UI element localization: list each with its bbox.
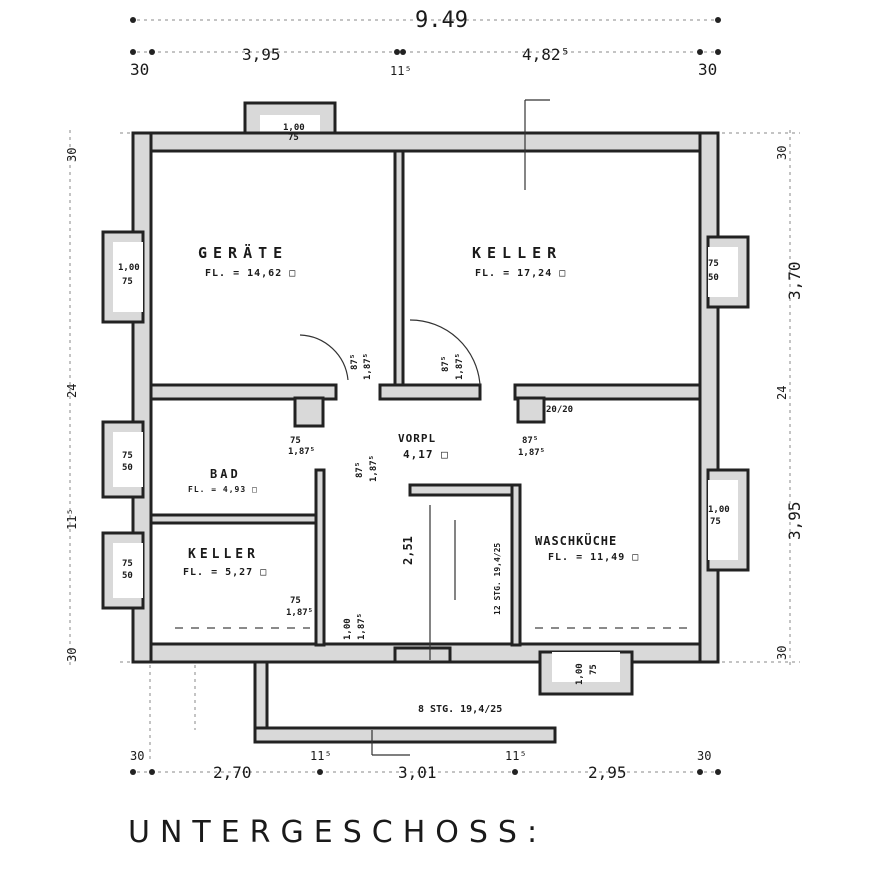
room-waschkueche-area: FL. = 11,49 □ bbox=[548, 552, 639, 563]
dim-label: 3,01 bbox=[398, 763, 437, 782]
window-label: 75 bbox=[589, 664, 599, 675]
dim-label: 2,95 bbox=[588, 763, 627, 782]
window-label: 1,00 bbox=[575, 663, 585, 685]
dim-label: 30 bbox=[775, 146, 789, 160]
room-waschkueche-name: WASCHKÜCHE bbox=[535, 533, 617, 548]
window-label: 75 bbox=[708, 259, 719, 269]
window-label: 75 bbox=[288, 133, 299, 143]
window-label: 75 bbox=[122, 451, 133, 461]
door-label: 1,87⁵ bbox=[518, 448, 545, 458]
dim-label: 30 bbox=[130, 60, 149, 79]
dim-label: 30 bbox=[65, 648, 79, 662]
annotations: 2,51 8 STG. 19,4/25 12 STG. 19,4/25 20/2… bbox=[118, 123, 730, 715]
room-vorpl-name: VORPL bbox=[398, 432, 436, 445]
dim-label: 4,82⁵ bbox=[522, 45, 570, 64]
window-label: 1,00 bbox=[118, 263, 140, 273]
door-label: 75 bbox=[290, 436, 301, 446]
door-label: 1,87⁵ bbox=[455, 353, 465, 380]
dimension-labels: 9.49 30 3,95 11⁵ 4,82⁵ 30 30 2,70 11⁵ 3,… bbox=[65, 8, 804, 782]
walls bbox=[101, 101, 750, 744]
stair-width: 2,51 bbox=[401, 536, 415, 565]
chimney-size: 20/20 bbox=[546, 405, 573, 415]
room-vorpl-area: 4,17 □ bbox=[403, 448, 449, 461]
door-label: 1,87⁵ bbox=[363, 353, 373, 380]
dim-label: 30 bbox=[65, 148, 79, 162]
dim-label: 30 bbox=[130, 749, 144, 763]
window-label: 50 bbox=[122, 571, 133, 581]
dim-label: 3,95 bbox=[242, 45, 281, 64]
door-label: 1,87⁵ bbox=[288, 447, 315, 457]
room-labels: GERÄTE FL. = 14,62 □ KELLER FL. = 17,24 … bbox=[183, 243, 639, 578]
window-label: 1,00 bbox=[283, 123, 305, 133]
window-label: 1,00 bbox=[708, 505, 730, 515]
dim-label: 30 bbox=[775, 646, 789, 660]
door-label: 87⁵ bbox=[441, 356, 451, 372]
door-label: 87⁵ bbox=[522, 436, 538, 446]
door-label: 1,87⁵ bbox=[286, 608, 313, 618]
door-label: 87⁵ bbox=[355, 462, 365, 478]
room-keller-small-name: KELLER bbox=[188, 547, 259, 562]
window-label: 75 bbox=[710, 517, 721, 527]
dim-label: 11⁵ bbox=[390, 64, 412, 78]
window-label: 50 bbox=[122, 463, 133, 473]
stair-flight: 12 STG. 19,4/25 bbox=[493, 543, 502, 615]
room-bad-name: BAD bbox=[210, 467, 241, 481]
room-keller-area: FL. = 17,24 □ bbox=[475, 268, 566, 279]
window-label: 75 bbox=[122, 277, 133, 287]
room-keller-name: KELLER bbox=[472, 244, 562, 262]
dim-label: 24 bbox=[775, 386, 789, 400]
room-keller-small-area: FL. = 5,27 □ bbox=[183, 567, 267, 578]
door-label: 87⁵ bbox=[350, 354, 360, 370]
door-label: 1,87⁵ bbox=[357, 613, 367, 640]
dim-label: 2,70 bbox=[213, 763, 252, 782]
stair-steps: 8 STG. 19,4/25 bbox=[418, 704, 502, 715]
door-label: 1,87⁵ bbox=[369, 455, 379, 482]
dim-label: 11⁵ bbox=[65, 508, 79, 530]
dim-label: 11⁵ bbox=[310, 749, 332, 763]
door-label: 75 bbox=[290, 596, 301, 606]
dim-top-total: 9.49 bbox=[415, 8, 468, 33]
floor-title: UNTERGESCHOSS: bbox=[128, 815, 547, 850]
fixtures bbox=[149, 99, 690, 760]
door-label: 1,00 bbox=[343, 618, 353, 640]
window-label: 75 bbox=[122, 559, 133, 569]
room-bad-area: FL. = 4,93 □ bbox=[188, 485, 258, 494]
dim-label: 30 bbox=[698, 60, 717, 79]
dim-label: 24 bbox=[65, 384, 79, 398]
room-geraete-area: FL. = 14,62 □ bbox=[205, 268, 296, 279]
window-label: 50 bbox=[708, 273, 719, 283]
room-geraete-name: GERÄTE bbox=[198, 243, 288, 262]
dim-label: 30 bbox=[697, 749, 711, 763]
dim-label: 3,95 bbox=[785, 501, 804, 540]
dim-label: 11⁵ bbox=[505, 749, 527, 763]
dim-label: 3,70 bbox=[785, 261, 804, 300]
